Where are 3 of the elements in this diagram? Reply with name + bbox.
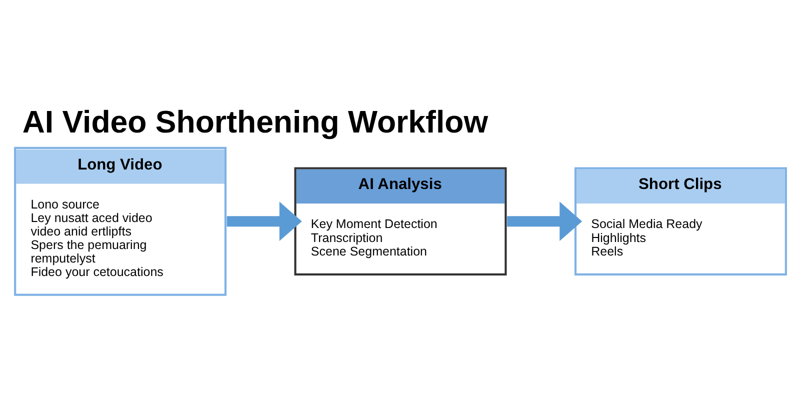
arrow <box>506 202 582 242</box>
arrow <box>226 202 302 242</box>
diagram-title: AI Video Shorthening Workflow <box>22 104 488 140</box>
